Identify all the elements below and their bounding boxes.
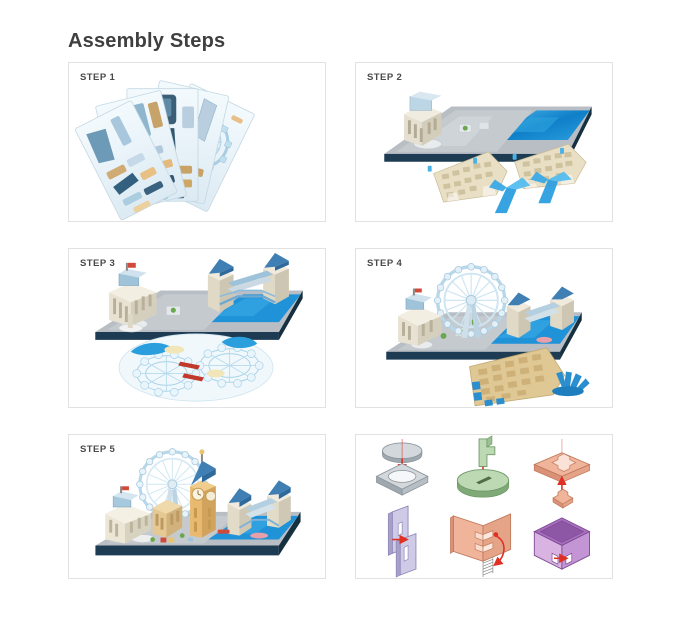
- step-panel-2[interactable]: STEP 2: [355, 62, 613, 222]
- step-1-illustration: [69, 63, 325, 221]
- step-5-illustration: [69, 435, 325, 578]
- step-panel-4[interactable]: STEP 4: [355, 248, 613, 408]
- step-3-illustration: [69, 249, 325, 407]
- technique-panels-fold: [450, 513, 512, 578]
- step-2-illustration: [356, 63, 612, 221]
- steps-grid: STEP 1: [68, 62, 613, 579]
- step-4-illustration: [356, 249, 612, 407]
- assembly-techniques-panel[interactable]: [355, 434, 613, 579]
- technique-panels-interlock: [387, 505, 417, 578]
- step-label-2: STEP 2: [367, 72, 403, 83]
- page-title: Assembly Steps: [68, 30, 226, 52]
- step-panel-5[interactable]: STEP 5: [68, 434, 326, 579]
- assembly-technique-diagrams: [356, 435, 612, 578]
- step-panel-3[interactable]: STEP 3: [68, 248, 326, 408]
- technique-box-lock: [533, 517, 591, 570]
- step-label-1: STEP 1: [80, 72, 116, 83]
- step-label-3: STEP 3: [80, 258, 116, 269]
- technique-disc-into-frame: [375, 438, 429, 496]
- technique-tab-into-disc: [456, 435, 510, 498]
- step-label-4: STEP 4: [367, 258, 403, 269]
- step-panel-1[interactable]: STEP 1: [68, 62, 326, 222]
- technique-cross-into-plate: [533, 438, 591, 509]
- step-label-5: STEP 5: [80, 444, 116, 455]
